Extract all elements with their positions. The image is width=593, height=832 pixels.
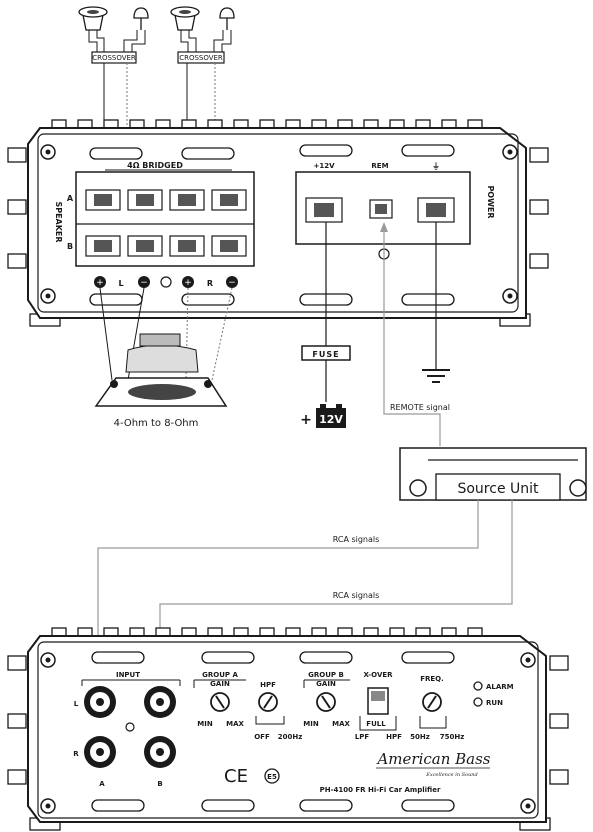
input-label: INPUT bbox=[116, 671, 140, 679]
group-b-min: MIN bbox=[303, 720, 319, 728]
alarm-label: ALARM bbox=[486, 683, 514, 691]
group-a-section: GROUP A GAIN MIN MAX HPF OFF 200Hz bbox=[193, 671, 303, 741]
group-b-max: MAX bbox=[332, 720, 350, 728]
group-b-section: GROUP B GAIN MIN MAX X-OVER FULL LPF HPF… bbox=[303, 671, 464, 741]
hpf-200hz: 200Hz bbox=[278, 733, 303, 741]
input-l-label: L bbox=[74, 700, 79, 708]
svg-text:CROSSOVER: CROSSOVER bbox=[179, 54, 223, 62]
svg-text:E5: E5 bbox=[267, 773, 277, 781]
rca-signals-label-1: RCA signals bbox=[333, 535, 380, 544]
rca-signals-label-2: RCA signals bbox=[333, 591, 380, 600]
source-unit-label: Source Unit bbox=[457, 481, 539, 497]
group-a-gain-label: GAIN bbox=[210, 680, 230, 688]
input-a-label: A bbox=[99, 780, 105, 788]
rca-jack-icon bbox=[84, 686, 116, 718]
polarity-markers: + L − + R − bbox=[94, 276, 238, 288]
crossover-box: CROSSOVER bbox=[177, 51, 225, 64]
tweeter-icon bbox=[133, 7, 149, 30]
rca-jack-icon bbox=[144, 736, 176, 768]
svg-text:−: − bbox=[140, 278, 148, 288]
hpf-knob-icon[interactable] bbox=[258, 692, 278, 712]
input-section: INPUT L R A B bbox=[73, 671, 181, 788]
group-a-min: MIN bbox=[197, 720, 213, 728]
gain-knob-icon[interactable] bbox=[210, 692, 230, 712]
svg-text:R: R bbox=[207, 279, 213, 288]
model-label: PH-4100 FR Hi-Fi Car Amplifier bbox=[320, 786, 441, 794]
source-unit: Source Unit bbox=[399, 447, 587, 501]
svg-text:+: + bbox=[96, 278, 104, 288]
tweeter-icon bbox=[219, 7, 235, 30]
xover-hpf: HPF bbox=[386, 733, 402, 741]
crossover-box: CROSSOVER bbox=[91, 51, 137, 64]
hpf-off: OFF bbox=[254, 733, 270, 741]
group-b-label: GROUP B bbox=[308, 671, 344, 679]
xover-switch[interactable] bbox=[367, 687, 389, 715]
row-b-label: B bbox=[67, 242, 73, 251]
remote-signal-wire: REMOTE signal bbox=[380, 222, 450, 446]
input-b-label: B bbox=[157, 780, 162, 788]
ce-mark-icon: CE bbox=[224, 766, 248, 787]
power-side-label: POWER bbox=[486, 185, 495, 218]
status-leds: ALARM RUN bbox=[473, 681, 514, 707]
svg-text:CE: CE bbox=[224, 766, 248, 787]
group-a-max: MAX bbox=[226, 720, 244, 728]
speaker-range-label: 4-Ohm to 8-Ohm bbox=[114, 418, 199, 429]
svg-text:+: + bbox=[184, 278, 192, 288]
svg-text:L: L bbox=[118, 279, 123, 288]
battery-label: 12V bbox=[319, 413, 343, 426]
top-amplifier: 4Ω BRIDGED A B SPEAKER + bbox=[7, 119, 549, 327]
xover-full: FULL bbox=[366, 720, 386, 728]
freq-label: FREQ. bbox=[420, 675, 444, 683]
brand-logo: American Bass Excellence in Sound bbox=[375, 750, 490, 778]
xover-label: X-OVER bbox=[363, 671, 393, 679]
group-a-label: GROUP A bbox=[202, 671, 238, 679]
freq-knob-icon[interactable] bbox=[422, 692, 442, 712]
row-a-label: A bbox=[67, 194, 74, 203]
bridged-speaker: 4-Ohm to 8-Ohm bbox=[94, 287, 233, 429]
fuse-label: FUSE bbox=[312, 350, 339, 359]
rem-terminal-label: REM bbox=[371, 162, 388, 170]
ground-symbol-icon bbox=[422, 369, 450, 383]
svg-text:Excellence in Sound: Excellence in Sound bbox=[425, 772, 477, 778]
freq-50hz: 50Hz bbox=[410, 733, 430, 741]
bridged-label: 4Ω BRIDGED bbox=[127, 161, 183, 170]
run-label: RUN bbox=[486, 699, 503, 707]
rca-jack-icon bbox=[144, 686, 176, 718]
ground-terminal-label: ⏚ bbox=[432, 162, 440, 171]
input-r-label: R bbox=[73, 750, 79, 758]
bottom-amplifier: INPUT L R A B GROUP A bbox=[7, 627, 569, 831]
speaker-terminal-block: 4Ω BRIDGED A B SPEAKER + bbox=[54, 161, 255, 288]
hpf-label: HPF bbox=[260, 681, 276, 689]
remote-signal-label: REMOTE signal bbox=[390, 403, 450, 412]
woofer-icon bbox=[170, 6, 200, 31]
svg-text:American Bass: American Bass bbox=[375, 750, 490, 768]
freq-750hz: 750Hz bbox=[440, 733, 465, 741]
group-b-gain-label: GAIN bbox=[316, 680, 336, 688]
battery-plus: + bbox=[300, 412, 312, 428]
power-wiring: FUSE + 12V bbox=[300, 222, 450, 428]
plus-12v-terminal-label: +12V bbox=[313, 162, 335, 170]
speaker-side-label: SPEAKER bbox=[54, 201, 63, 242]
rca-jack-icon bbox=[84, 736, 116, 768]
svg-text:CROSSOVER: CROSSOVER bbox=[92, 54, 136, 62]
svg-text:−: − bbox=[228, 278, 236, 288]
gain-knob-icon[interactable] bbox=[316, 692, 336, 712]
woofer-icon bbox=[78, 6, 108, 31]
e-mark-icon: E5 bbox=[264, 768, 280, 784]
xover-lpf: LPF bbox=[355, 733, 370, 741]
